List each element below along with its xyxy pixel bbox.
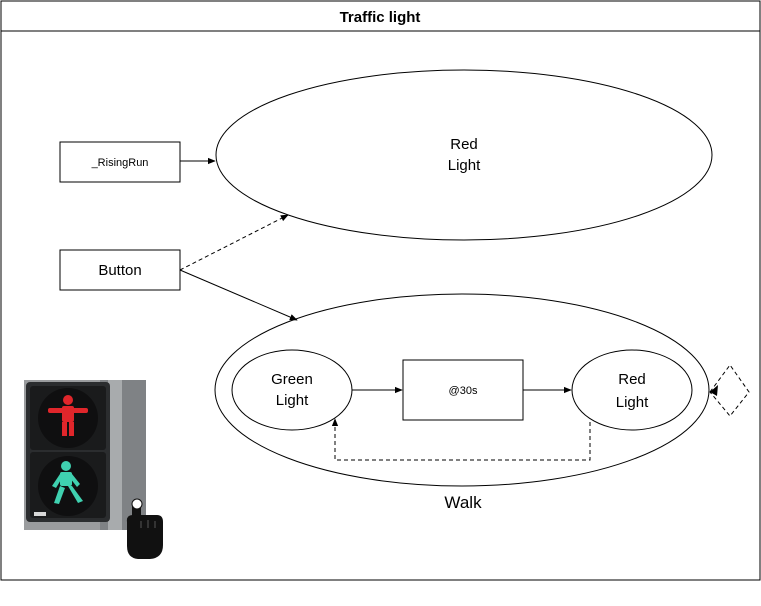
state-green-light-label-line1: Green (271, 371, 313, 388)
node-button-label: Button (98, 262, 141, 279)
state-red-light-label-line1: Red (450, 136, 478, 153)
hand-press-icon (126, 498, 163, 559)
edge-button-to-redlight-dashed (179, 214, 289, 271)
state-inner-red-light-label-line1: Red (618, 371, 646, 388)
state-walk-label: Walk (444, 493, 482, 512)
state-green-light[interactable] (231, 349, 353, 431)
edge-walk-self-loop (709, 364, 750, 417)
state-inner-red-light-label-line2: Light (616, 394, 649, 411)
state-green-light-label-line2: Light (276, 392, 309, 409)
edge-button-to-walk (179, 269, 298, 321)
state-walk[interactable] (214, 293, 710, 487)
self-loop-arrowhead (710, 385, 718, 396)
node-button[interactable] (59, 249, 181, 291)
state-red-light[interactable] (215, 69, 713, 241)
state-inner-red-light[interactable] (571, 349, 693, 431)
pedestrian-signal-icon (24, 380, 146, 530)
diagram-title: Traffic light (340, 9, 421, 26)
node-timer-30s[interactable] (402, 359, 524, 421)
node-timer-30s-label: @30s (449, 385, 478, 397)
node-rising-run-label: _RisingRun (91, 157, 149, 169)
node-rising-run[interactable] (59, 141, 181, 183)
state-red-light-label-line2: Light (448, 157, 481, 174)
